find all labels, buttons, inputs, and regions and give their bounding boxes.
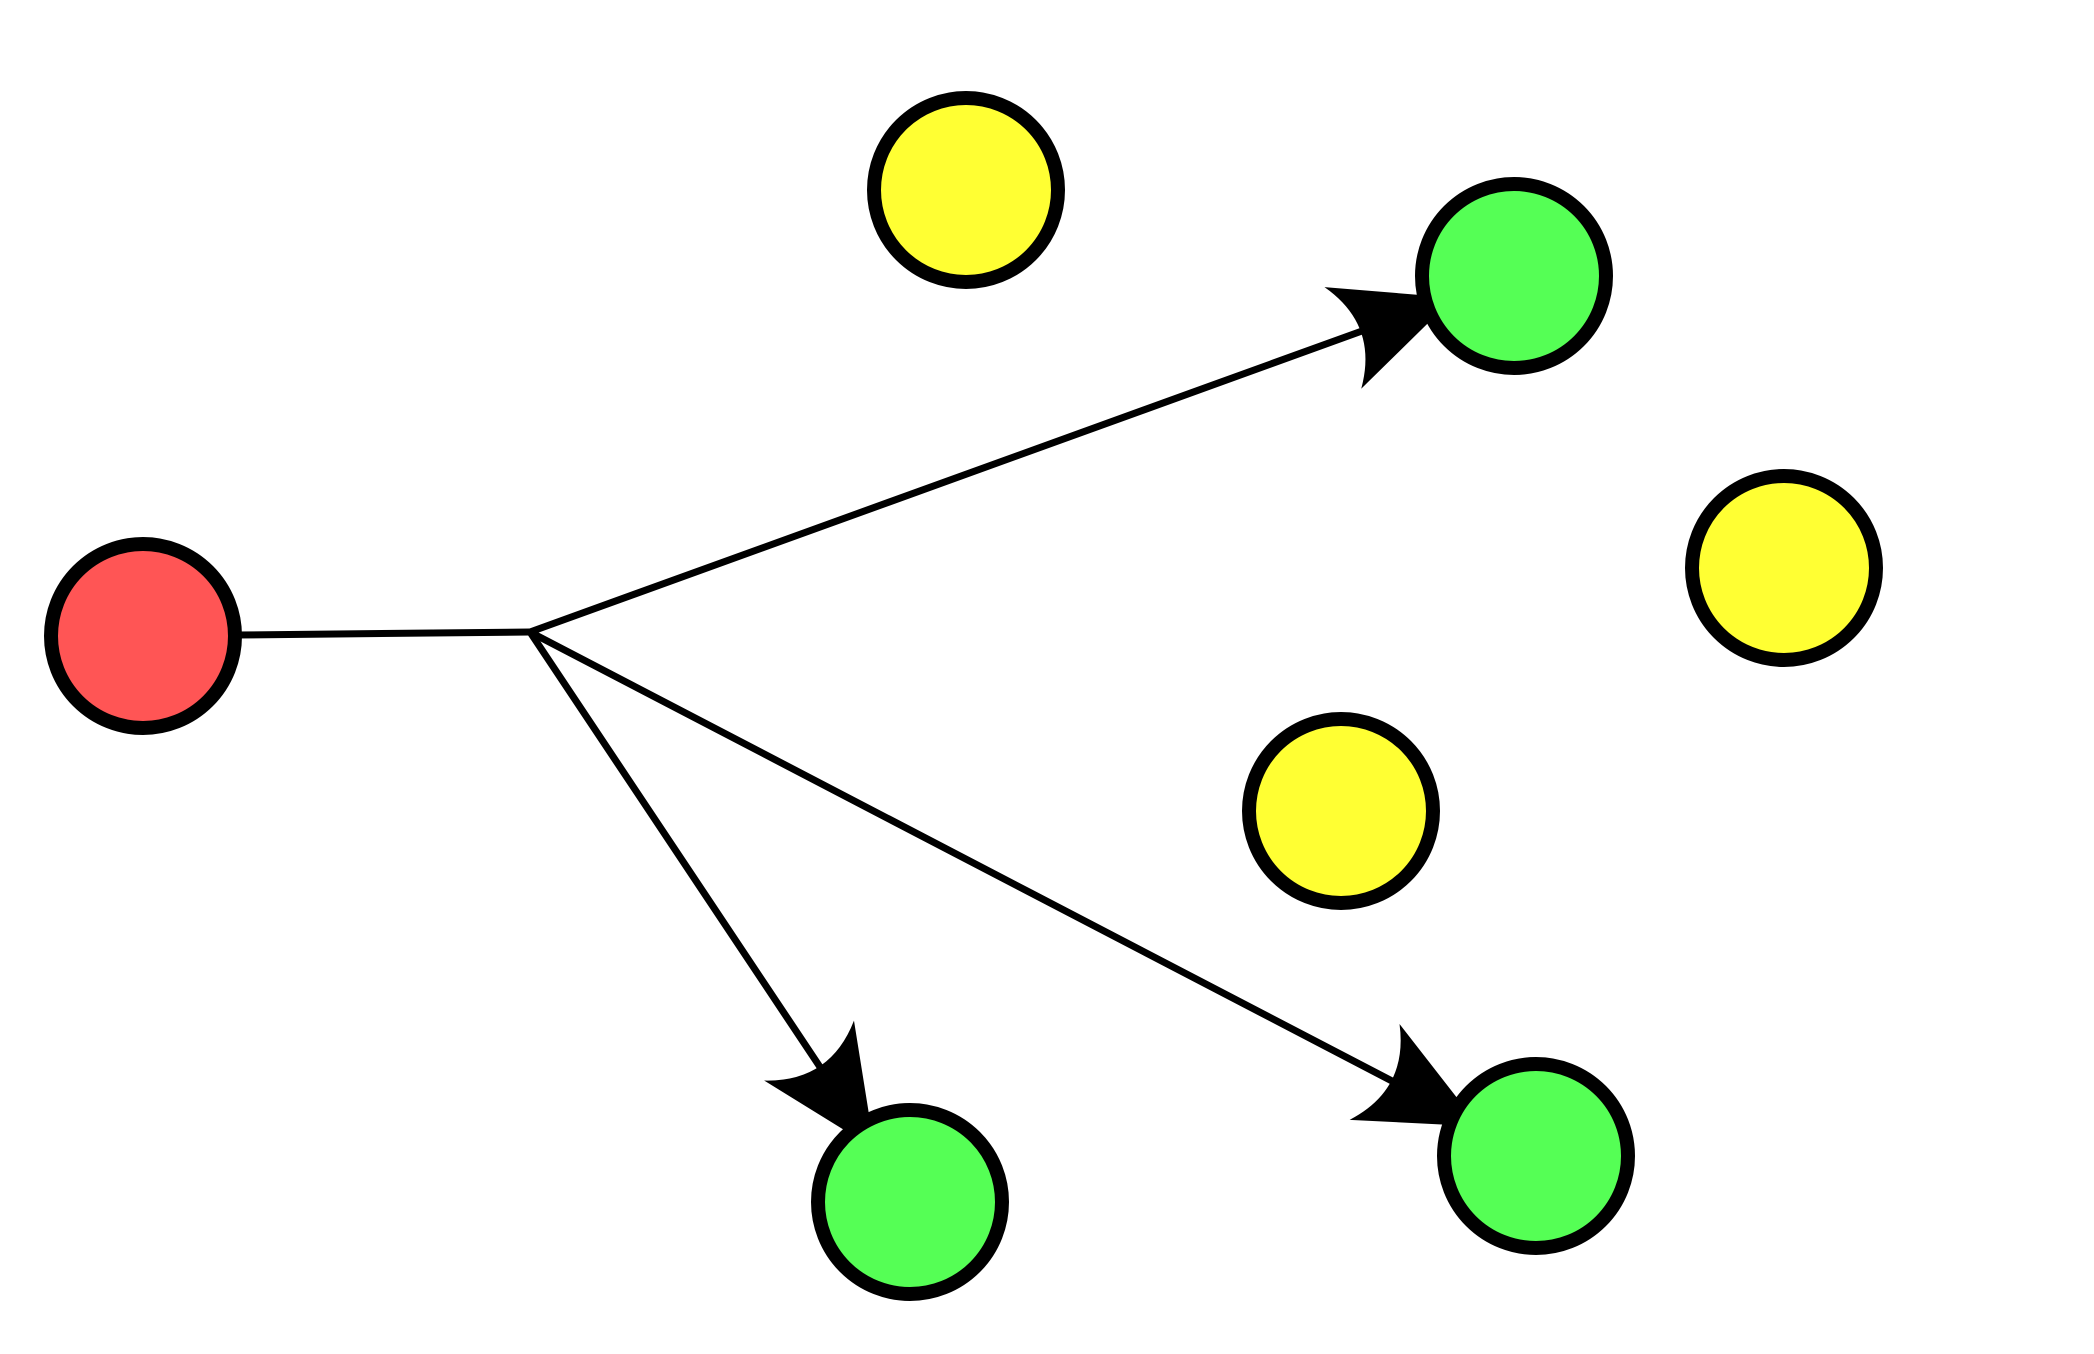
arrowhead-n7 [1349, 1024, 1480, 1127]
node-n6-target [811, 1103, 1009, 1301]
node-n2-other [867, 91, 1065, 289]
node-n1-source [44, 537, 242, 735]
node-n7-target [1437, 1057, 1635, 1255]
arrowhead-n6 [764, 1020, 875, 1149]
arrowheads-layer [764, 287, 1480, 1149]
edge-n1-n6 [526, 628, 834, 1086]
node-n3-target [1415, 177, 1613, 375]
node-n5-other [1242, 712, 1440, 910]
nodes-layer [44, 91, 1883, 1301]
edges-layer [231, 321, 1412, 1093]
edge-n1-n3 [526, 321, 1383, 636]
edge-n1-n7 [526, 628, 1412, 1093]
arrowhead-n3 [1324, 287, 1454, 389]
node-n4-other [1685, 469, 1883, 667]
edge-trunk [231, 628, 534, 639]
